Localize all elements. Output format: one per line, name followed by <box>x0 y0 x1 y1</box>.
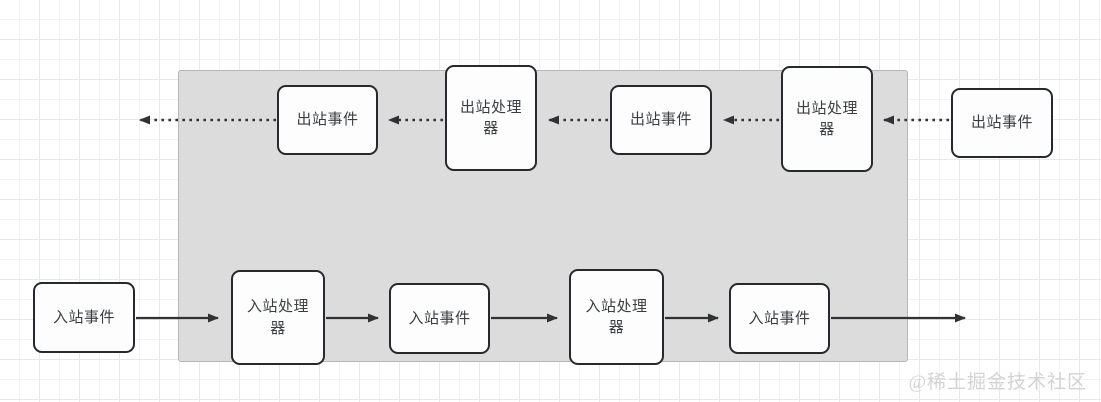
node-label-line-2: 器 <box>483 120 499 137</box>
node-inbound-event-2[interactable]: 入站事件 <box>389 283 490 354</box>
node-label: 入站处理器 <box>239 296 317 339</box>
node-label: 出站事件 <box>970 114 1033 132</box>
node-label-line-1: 出站处理 <box>459 98 522 116</box>
node-label-line-1: 出站处理 <box>795 99 858 117</box>
node-label: 入站事件 <box>52 308 115 326</box>
node-label: 出站事件 <box>296 111 359 129</box>
node-label-line-1: 入站处理 <box>585 297 648 315</box>
node-outbound-event-2[interactable]: 出站事件 <box>277 85 378 155</box>
node-inbound-handler-1[interactable]: 入站处理器 <box>231 270 325 365</box>
node-outbound-event-4[interactable]: 出站事件 <box>951 88 1053 158</box>
node-inbound-event-3[interactable]: 入站事件 <box>729 283 830 354</box>
node-inbound-event-1[interactable]: 入站事件 <box>33 282 135 353</box>
node-label: 出站事件 <box>629 111 692 129</box>
node-outbound-event-3[interactable]: 出站事件 <box>610 85 712 155</box>
watermark: @稀土掘金技术社区 <box>908 372 1087 393</box>
node-label-line-2: 器 <box>608 319 625 336</box>
node-label-line-2: 器 <box>270 319 286 337</box>
node-label: 入站处理器 <box>577 296 656 339</box>
node-label: 出站处理器 <box>789 98 865 141</box>
node-label-line-1: 入站处理 <box>246 298 309 316</box>
node-outbound-handler-2[interactable]: 出站处理器 <box>781 66 873 172</box>
node-inbound-handler-2[interactable]: 入站处理器 <box>569 269 664 365</box>
node-label: 出站处理器 <box>453 97 529 140</box>
node-outbound-handler-1[interactable]: 出站处理器 <box>445 65 537 171</box>
node-label: 入站事件 <box>408 309 471 327</box>
node-label: 入站事件 <box>748 309 811 327</box>
node-label-line-2: 器 <box>819 121 835 138</box>
